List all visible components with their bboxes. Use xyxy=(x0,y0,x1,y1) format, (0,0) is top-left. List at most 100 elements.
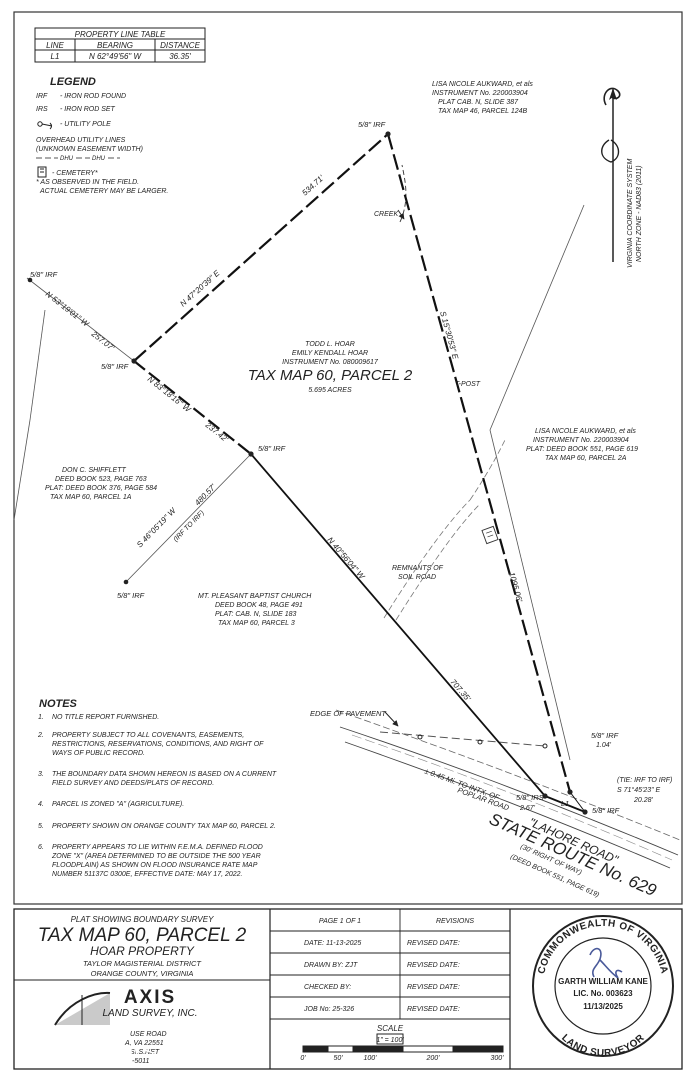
remnants-label-1: REMNANTS OF xyxy=(392,565,444,572)
remnants-label-2: SOIL ROAD xyxy=(398,574,436,581)
line-table-cell-distance: 36.35' xyxy=(169,52,191,61)
legend-label-irf: - IRON ROD FOUND xyxy=(60,93,126,100)
svg-text:THE BOUNDARY DATA SHOWN HEREON: THE BOUNDARY DATA SHOWN HEREON IS BASED … xyxy=(52,771,277,778)
company-address-4: -5011 xyxy=(132,1058,149,1065)
svg-text:MT. PLEASANT BAPTIST CHURCH: MT. PLEASANT BAPTIST CHURCH xyxy=(198,593,312,600)
seal-license: LIC. No. 003623 xyxy=(573,989,633,998)
scale-tick-0: 0' xyxy=(300,1055,306,1062)
cemetery-icon xyxy=(37,166,47,178)
revised-date-4: REVISED DATE: xyxy=(407,1006,460,1013)
svg-text:TAX MAP 60, PARCEL 3: TAX MAP 60, PARCEL 3 xyxy=(218,620,295,627)
adjoiner-lines xyxy=(13,204,585,761)
checked-by-field: CHECKED BY: xyxy=(304,984,351,991)
svg-text:LISA NICOLE AUKWARD, et als: LISA NICOLE AUKWARD, et als xyxy=(535,428,636,435)
seal-name: GARTH WILLIAM KANE xyxy=(558,977,648,986)
axis-logo-icon xyxy=(54,991,111,1026)
irf-label-south: 5/8" IRF xyxy=(592,806,620,815)
legend: LEGEND IRF - IRON ROD FOUND IRS - IRON R… xyxy=(36,76,168,195)
scale-tick-300: 300' xyxy=(490,1055,504,1062)
legend-label-irs: - IRON ROD SET xyxy=(60,106,116,113)
state-route-629 xyxy=(335,709,681,869)
scale-tick-50: 50' xyxy=(333,1055,343,1062)
distance-2: 1095.06' xyxy=(507,571,524,603)
page-count: PAGE 1 OF 1 xyxy=(319,918,361,925)
line-table-header-distance: DISTANCE xyxy=(160,41,201,50)
notes-title: NOTES xyxy=(39,698,78,710)
line-table-cell-line: L1 xyxy=(51,52,60,61)
legend-dhu-2: DHU xyxy=(92,156,106,162)
edge-of-pavement-label: EDGE OF PAVEMENT xyxy=(310,709,387,718)
cemetery-symbol xyxy=(481,525,499,545)
svg-text:NO TITLE REPORT FURNISHED.: NO TITLE REPORT FURNISHED. xyxy=(52,714,159,721)
corner-markers xyxy=(27,131,588,815)
legend-title: LEGEND xyxy=(50,76,96,88)
property-line-table: PROPERTY LINE TABLE LINE BEARING DISTANC… xyxy=(34,27,206,63)
scale-tick-100: 100' xyxy=(363,1055,377,1062)
creek xyxy=(397,164,407,223)
irf-label-mid: 5/8" IRF xyxy=(258,444,286,453)
plat-subtitle: HOAR PROPERTY xyxy=(90,944,195,958)
tie-label: (TIE: IRF TO IRF) xyxy=(617,777,672,784)
svg-text:INSTRUMENT No. 220003904: INSTRUMENT No. 220003904 xyxy=(533,437,629,444)
irf-label-far-west: 5/8" IRF xyxy=(30,270,58,279)
distance-3: 707.35' xyxy=(448,677,472,703)
line-table-cell-bearing: N 62°49'56" W xyxy=(89,52,142,61)
irf-label-north: 5/8" IRF xyxy=(358,120,386,129)
line-table-title: PROPERTY LINE TABLE xyxy=(75,30,166,39)
scale-title: SCALE xyxy=(377,1024,404,1033)
parcel-label: TODD L. HOAR EMILY KENDALL HOAR INSTRUME… xyxy=(248,341,413,394)
dim-267: 2.67' xyxy=(519,805,536,812)
surveyor-seal: COMMONWEALTH OF VIRGINIA LAND SURVEYOR G… xyxy=(532,915,674,1059)
line-table-header-line: LINE xyxy=(46,41,64,50)
svg-text:PLAT CAB. N, SLIDE 387: PLAT CAB. N, SLIDE 387 xyxy=(438,99,519,106)
svg-text:DON C. SHIFFLETT: DON C. SHIFFLETT xyxy=(62,467,127,474)
boundary xyxy=(133,133,586,813)
distance-1: 534.71' xyxy=(300,173,326,197)
svg-text:PLAT: CAB. N, SLIDE 183: PLAT: CAB. N, SLIDE 183 xyxy=(215,611,297,618)
svg-text:4.: 4. xyxy=(38,801,44,808)
plat-caption: PLAT SHOWING BOUNDARY SURVEY xyxy=(71,915,215,924)
tie-distance: 20.28' xyxy=(633,797,654,804)
svg-text:TAX MAP 60, PARCEL 2A: TAX MAP 60, PARCEL 2A xyxy=(545,455,627,462)
svg-text:PLAT: DEED BOOK 551, PAGE 619: PLAT: DEED BOOK 551, PAGE 619 xyxy=(526,446,638,453)
adjoiner-west: DON C. SHIFFLETT DEED BOOK 523, PAGE 763… xyxy=(45,467,157,501)
svg-text:DEED BOOK 48, PAGE 491: DEED BOOK 48, PAGE 491 xyxy=(215,602,303,609)
legend-note-2: ACTUAL CEMETERY MAY BE LARGER. xyxy=(39,188,168,195)
company-address-2: A, VA 22551 xyxy=(124,1040,164,1047)
creek-label: CREEK xyxy=(374,211,398,218)
bearing-2: S 15°30'53" E xyxy=(438,310,460,361)
svg-text:TAX MAP 46, PARCEL 124B: TAX MAP 46, PARCEL 124B xyxy=(438,108,528,115)
revised-date-3: REVISED DATE: xyxy=(407,984,460,991)
svg-text:3.: 3. xyxy=(38,771,44,778)
plat-county: ORANGE COUNTY, VIRGINIA xyxy=(91,969,194,978)
plat-title: TAX MAP 60, PARCEL 2 xyxy=(38,925,247,946)
legend-dhu-1: DHU xyxy=(60,156,74,162)
bearing-6: S 46°05'19" W xyxy=(135,505,179,549)
north-arrow-icon: VIRGINIA COORDINATE SYSTEM NORTH ZONE - … xyxy=(601,87,643,268)
svg-text:DEED BOOK 523, PAGE 763: DEED BOOK 523, PAGE 763 xyxy=(55,476,147,483)
svg-text:WAYS OF PUBLIC RECORD.: WAYS OF PUBLIC RECORD. xyxy=(52,750,145,757)
irf-label-west: 5/8" IRF xyxy=(101,362,129,371)
soil-road-remnants xyxy=(383,439,506,621)
svg-text:2.: 2. xyxy=(37,732,44,739)
legend-note-1: * AS OBSERVED IN THE FIELD. xyxy=(36,179,139,186)
watermark-brand: bright xyxy=(14,1031,115,1066)
l1-label: L1 xyxy=(561,799,569,808)
legend-cemetery: - CEMETERY* xyxy=(52,170,98,177)
plat-district: TAYLOR MAGISTERIAL DISTRICT xyxy=(83,959,202,968)
svg-text:TAX MAP 60, PARCEL 1A: TAX MAP 60, PARCEL 1A xyxy=(50,494,132,501)
svg-text:NUMBER 51137C 0300E, EFFECTIVE: NUMBER 51137C 0300E, EFFECTIVE DATE: MAY… xyxy=(52,871,243,878)
seal-date: 11/13/2025 xyxy=(583,1002,623,1011)
svg-text:ZONE "X" (AREA DETERMINED TO B: ZONE "X" (AREA DETERMINED TO BE OUTSIDE … xyxy=(51,853,261,860)
bearing-5: N 53°19'01" W xyxy=(44,289,92,329)
svg-text:FLOODPLAIN) AS SHOWN ON FLOOD: FLOODPLAIN) AS SHOWN ON FLOOD INSURANCE … xyxy=(52,862,258,869)
irf-label-road: 5/8" IRF xyxy=(591,731,619,740)
owner-instrument: INSTRUMENT No. 080009617 xyxy=(282,359,379,366)
legend-label-pole: - UTILITY POLE xyxy=(60,121,111,128)
svg-text:1.: 1. xyxy=(38,714,44,721)
scale-bar xyxy=(302,1045,504,1053)
north-arrow-line-2: NORTH ZONE - NAD83 (2011) xyxy=(636,165,643,262)
seal-top-text: COMMONWEALTH OF VIRGINIA xyxy=(536,918,669,975)
irs-label: 5/8" IRS xyxy=(516,793,544,802)
